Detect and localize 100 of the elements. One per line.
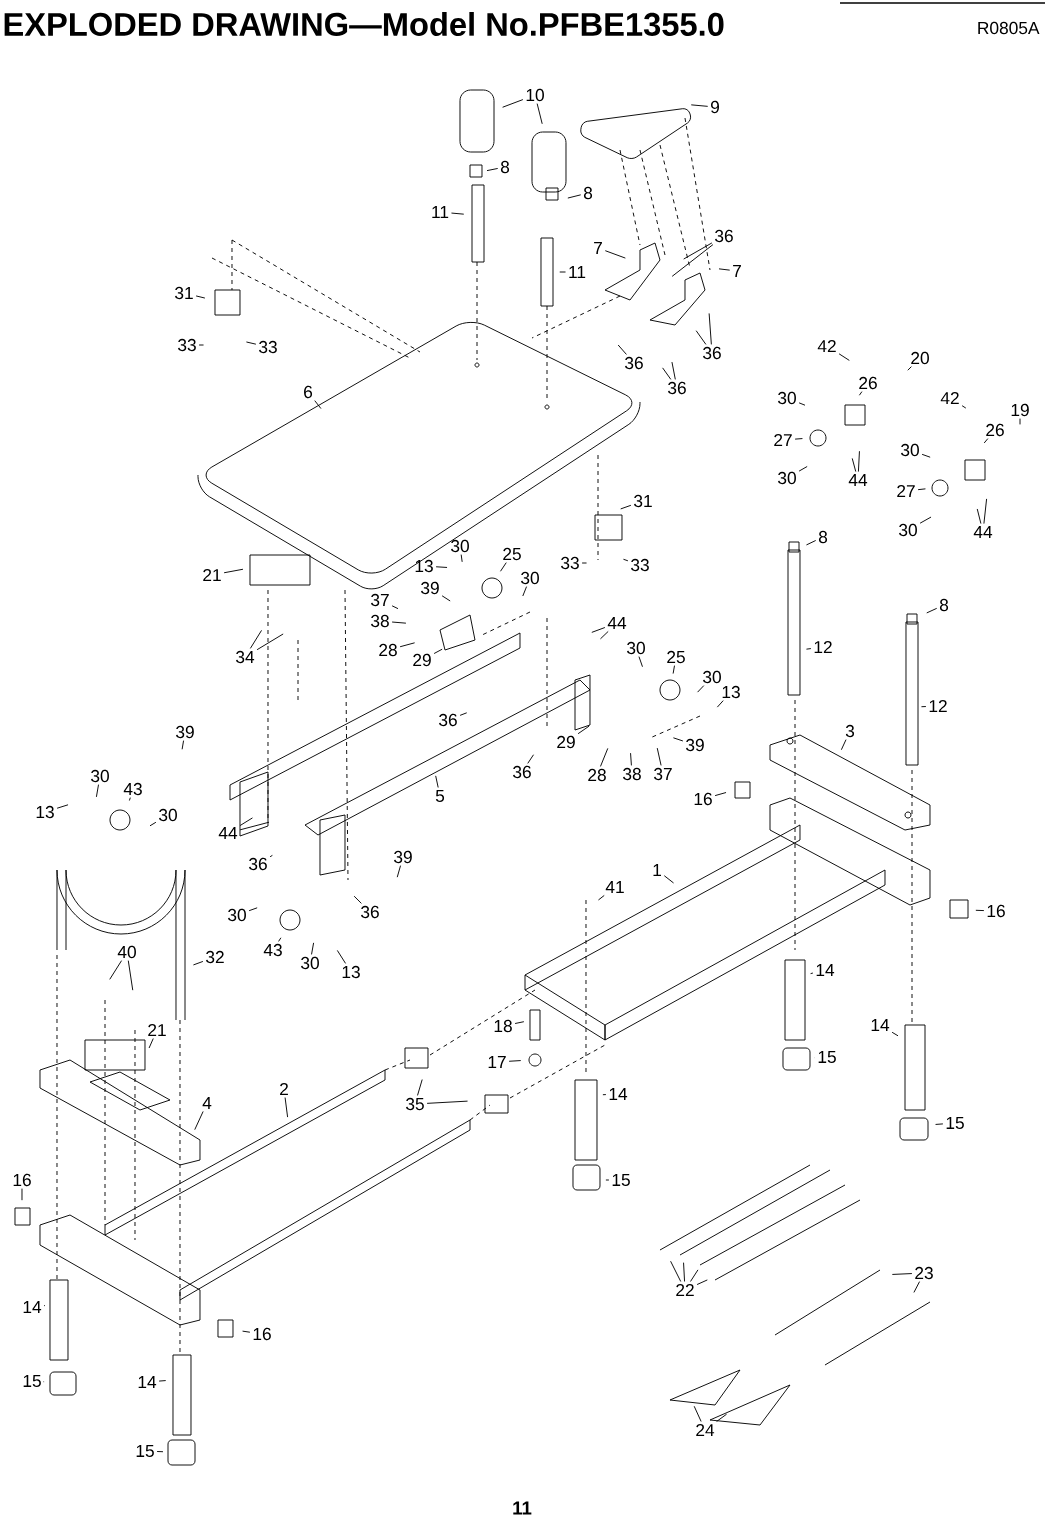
callout-number: 12 — [929, 699, 947, 713]
leader-line — [718, 268, 731, 271]
leader-line — [810, 972, 814, 975]
leader-line — [798, 466, 808, 472]
leader-line — [663, 875, 675, 884]
leader-line — [672, 665, 675, 675]
leader-line — [695, 330, 707, 345]
callout-number: 8 — [500, 160, 510, 174]
leader-line — [577, 725, 590, 735]
callout-number: 7 — [733, 265, 741, 277]
leader-line — [567, 194, 582, 199]
callout-number: 5 — [435, 789, 445, 803]
leader-line — [417, 1079, 423, 1096]
leader-line — [907, 366, 912, 371]
callout-number: 31 — [634, 494, 652, 508]
callout-number: 16 — [13, 1173, 31, 1187]
callout-number: 25 — [503, 547, 521, 561]
leader-line — [314, 400, 322, 410]
leader-line — [486, 168, 499, 172]
leader-line — [662, 367, 672, 380]
page-number: 11 — [513, 1501, 532, 1515]
leader-line — [311, 942, 315, 955]
callout-number: 8 — [939, 598, 949, 612]
leader-line — [671, 244, 714, 277]
leader-line — [838, 353, 850, 361]
leader-line — [672, 737, 684, 742]
leader-line — [917, 488, 926, 491]
leader-line — [805, 648, 812, 650]
callout-number: 14 — [138, 1376, 157, 1388]
callout-number: 18 — [494, 1019, 512, 1033]
leader-line — [391, 621, 407, 624]
callout-number: 21 — [203, 568, 221, 582]
callout-number: 15 — [23, 1374, 41, 1388]
leader-line — [683, 242, 713, 260]
callout-number: 28 — [588, 768, 606, 782]
leader-line — [435, 566, 448, 568]
callout-number: 27 — [774, 433, 792, 447]
leader-line — [935, 1123, 944, 1125]
callout-number: 8 — [818, 530, 828, 544]
callout-number: 26 — [986, 423, 1004, 437]
callout-number: 11 — [432, 206, 449, 218]
callout-number: 39 — [176, 725, 194, 739]
leader-line — [156, 1451, 164, 1453]
leader-line — [714, 792, 727, 797]
leader-line — [851, 457, 857, 473]
leader-line — [638, 656, 643, 668]
callout-number: 27 — [897, 484, 915, 498]
leader-line — [891, 1273, 913, 1275]
leader-line — [336, 949, 346, 964]
callout-number: 30 — [778, 471, 796, 485]
callout-number: 37 — [371, 593, 389, 607]
callout-number: 39 — [421, 581, 439, 595]
callout-number: 23 — [915, 1266, 933, 1280]
callout-number: 33 — [259, 340, 277, 354]
leader-line — [433, 648, 443, 654]
callout-number: 36 — [625, 356, 643, 370]
callout-number: 43 — [123, 782, 142, 796]
leader-line — [527, 754, 534, 764]
leader-line — [1019, 418, 1021, 425]
leader-line — [248, 907, 258, 912]
callout-number: 44 — [973, 526, 993, 538]
callout-number: 42 — [940, 391, 959, 405]
callout-number: 30 — [228, 908, 246, 922]
leader-line — [591, 627, 606, 633]
callout-number: 33 — [631, 558, 649, 572]
leader-line — [223, 568, 244, 574]
callout-number: 30 — [703, 670, 721, 684]
leader-line — [690, 104, 709, 107]
callout-number: 28 — [379, 643, 397, 657]
callout-number: 44 — [218, 827, 238, 839]
leader-line — [56, 804, 69, 809]
callout-number: 30 — [301, 956, 319, 970]
leader-line — [630, 752, 632, 766]
callout-number: 33 — [178, 338, 196, 352]
callout-number: 30 — [159, 808, 177, 822]
callout-number: 29 — [557, 735, 575, 749]
code-label: R0805A — [978, 21, 1040, 35]
callout-number: 9 — [711, 100, 719, 114]
leader-line — [602, 1094, 607, 1096]
leader-line — [683, 1262, 685, 1282]
leader-line — [536, 103, 543, 125]
callout-number: 1 — [653, 864, 661, 876]
leader-line — [353, 895, 362, 904]
callout-number: 14 — [871, 1019, 890, 1031]
leader-line — [391, 605, 399, 610]
callout-number: 17 — [488, 1056, 506, 1068]
callout-number: 38 — [623, 767, 641, 781]
callout-number: 26 — [859, 376, 877, 390]
callout-number: 3 — [845, 724, 855, 738]
callout-number: 20 — [911, 351, 929, 365]
leader-line — [269, 854, 273, 858]
callout-number: 11 — [569, 266, 586, 278]
callout-number: 36 — [361, 905, 379, 919]
callout-number: 38 — [371, 614, 389, 628]
leader-line — [921, 453, 931, 458]
title: EXPLODED DRAWING—Model No.PFBE1355.0 — [4, 12, 724, 37]
leader-line — [620, 504, 632, 510]
callout-number: 16 — [694, 792, 712, 806]
callout-number: 13 — [36, 805, 54, 819]
leader-line — [716, 1413, 728, 1422]
